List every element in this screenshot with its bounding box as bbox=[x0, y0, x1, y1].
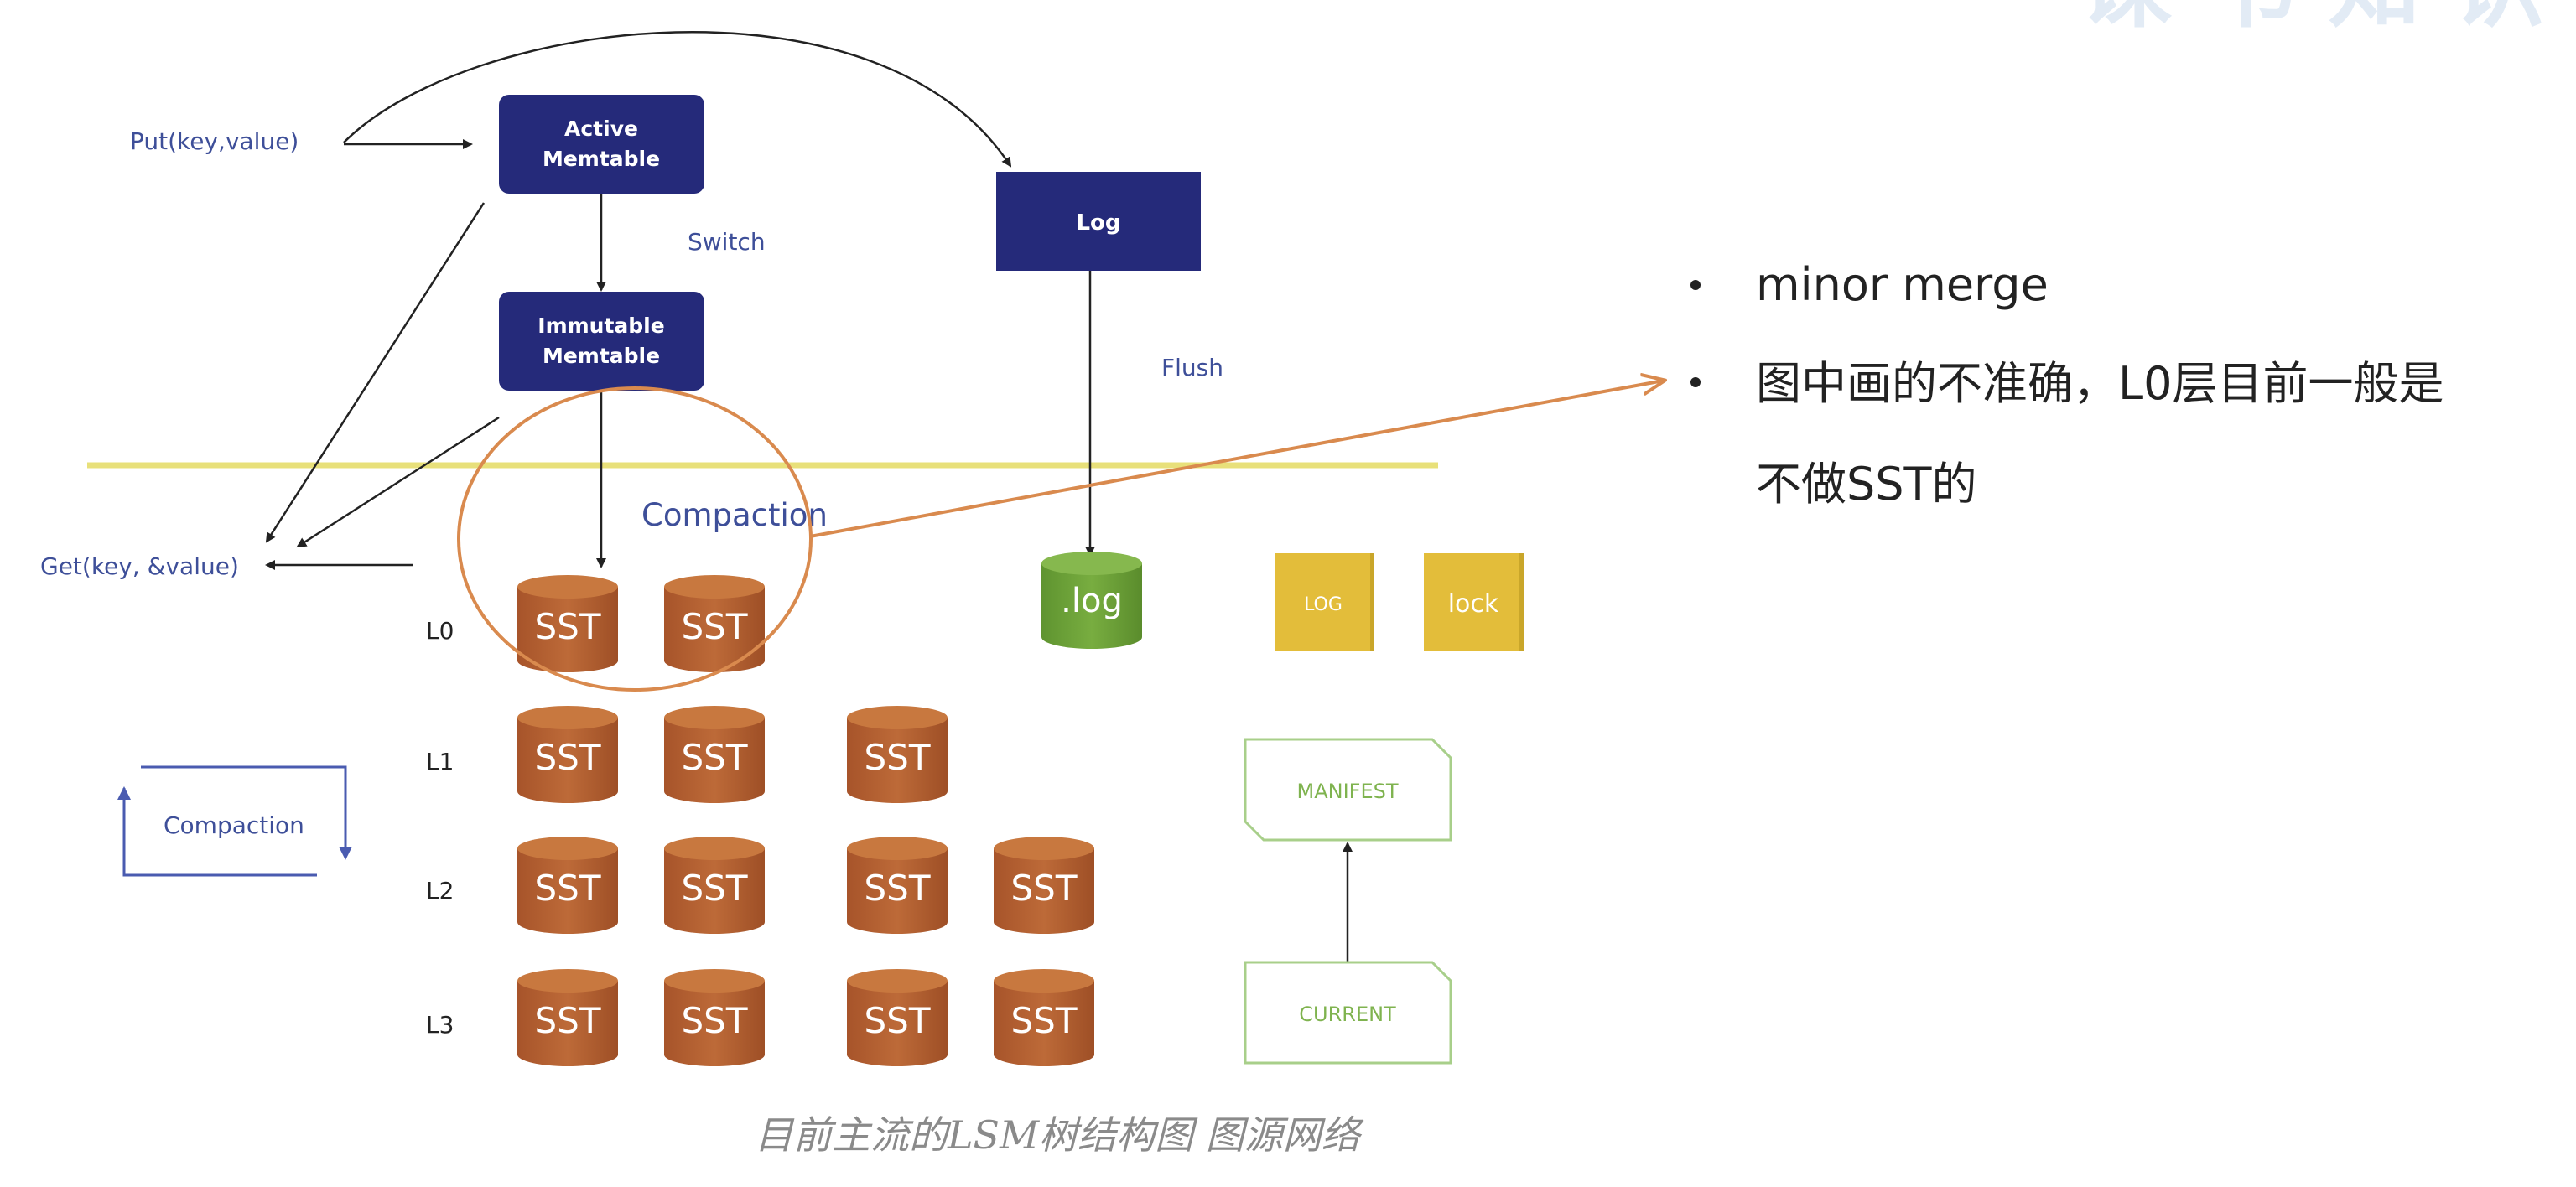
sst-label: SST bbox=[682, 606, 748, 647]
sst-cylinder-top bbox=[517, 575, 618, 599]
sst-cylinder-top bbox=[994, 969, 1094, 993]
immutable-memtable-line2: Memtable bbox=[543, 344, 660, 368]
sst-cylinder-body bbox=[517, 718, 618, 803]
sst-label: SST bbox=[682, 1000, 748, 1041]
log-file-label: .log bbox=[1061, 582, 1123, 620]
immutable-memtable-box: Immutable Memtable bbox=[499, 292, 704, 391]
sst-cylinder: SST bbox=[664, 969, 765, 1066]
sst-cylinder-body bbox=[664, 587, 765, 672]
sst-label: SST bbox=[1011, 1000, 1078, 1041]
sst-cylinder-top bbox=[664, 969, 765, 993]
sst-cylinder: SST bbox=[847, 706, 948, 803]
sst-cylinder-top bbox=[517, 969, 618, 993]
sst-label: SST bbox=[1011, 868, 1078, 909]
note-2-line-1: 图中画的不准确，L0层目前一般是 bbox=[1756, 357, 2444, 410]
log-box: Log bbox=[996, 172, 1201, 271]
sst-cylinder-body bbox=[517, 981, 618, 1066]
sst-label: SST bbox=[682, 737, 748, 778]
watermark-text: 课 书 知 识 分 bbox=[2080, 0, 2576, 40]
sst-cylinder: SST bbox=[517, 575, 618, 672]
sst-cylinder: SST bbox=[517, 706, 618, 803]
bullet-dot-1 bbox=[1690, 280, 1701, 290]
put-label: Put(key,value) bbox=[130, 127, 299, 155]
level-label-l0: L0 bbox=[426, 617, 454, 645]
sst-cylinder: SST bbox=[664, 575, 765, 672]
sst-label: SST bbox=[865, 868, 931, 909]
sst-label: SST bbox=[865, 1000, 931, 1041]
sst-cylinder-top bbox=[517, 706, 618, 729]
active-memtable-line1: Active bbox=[564, 117, 638, 141]
sst-cylinder-body bbox=[664, 981, 765, 1066]
sst-cylinder-body bbox=[847, 981, 948, 1066]
sst-cylinder: SST bbox=[847, 837, 948, 934]
sst-cylinder-body bbox=[517, 848, 618, 934]
log-upper-file: LOG bbox=[1275, 553, 1374, 651]
sst-cylinder-body bbox=[847, 848, 948, 934]
sst-cylinder-body bbox=[994, 981, 1094, 1066]
compaction-loop: Compaction bbox=[117, 765, 352, 877]
sst-label: SST bbox=[535, 737, 601, 778]
level-label-l3: L3 bbox=[426, 1011, 454, 1039]
immutable-memtable-line1: Immutable bbox=[538, 314, 664, 338]
sst-cylinder-top bbox=[847, 837, 948, 860]
compaction-center-label: Compaction bbox=[641, 497, 828, 533]
sst-cylinder-body bbox=[517, 587, 618, 672]
sst-cylinder-top bbox=[664, 837, 765, 860]
sst-cylinder: SST bbox=[664, 837, 765, 934]
level-label-l2: L2 bbox=[426, 877, 454, 905]
note-1-line-1: minor merge bbox=[1756, 258, 2049, 311]
sst-label: SST bbox=[682, 868, 748, 909]
l0-highlight-circle bbox=[457, 386, 813, 692]
compaction-left-label: Compaction bbox=[164, 811, 304, 839]
immutable-to-get-arrow bbox=[296, 416, 500, 548]
sst-cylinder-top bbox=[664, 706, 765, 729]
sst-cylinder: SST bbox=[994, 837, 1094, 934]
note-2-line-2: 不做SST的 bbox=[1756, 458, 1977, 511]
log-box-label: Log bbox=[1076, 210, 1120, 236]
log-file-cylinder: .log bbox=[1041, 552, 1142, 649]
sst-cylinder: SST bbox=[994, 969, 1094, 1066]
sst-label: SST bbox=[535, 606, 601, 647]
active-to-get-arrow bbox=[265, 202, 486, 543]
sst-cylinder: SST bbox=[847, 969, 948, 1066]
sst-cylinder-top bbox=[847, 706, 948, 729]
current-doc: CURRENT bbox=[1244, 961, 1452, 1065]
sst-cylinder-body bbox=[664, 848, 765, 934]
log-upper-file-label: LOG bbox=[1304, 594, 1343, 615]
manifest-label: MANIFEST bbox=[1296, 780, 1398, 803]
sst-cylinder: SST bbox=[517, 837, 618, 934]
sst-cylinder-top bbox=[517, 837, 618, 860]
sst-label: SST bbox=[865, 737, 931, 778]
sst-cylinder-body bbox=[664, 718, 765, 803]
sst-cylinder-top bbox=[994, 837, 1094, 860]
current-label: CURRENT bbox=[1299, 1003, 1396, 1026]
lock-file-label: lock bbox=[1448, 589, 1499, 619]
level-label-l1: L1 bbox=[426, 748, 454, 775]
flush-label: Flush bbox=[1161, 354, 1223, 381]
sst-group: SST SST SST SST SST SST SST SST SST SST SST SST SST bbox=[517, 575, 1094, 1066]
notes-list: minor merge 图中画的不准确，L0层目前一般是 不做SST的 bbox=[1690, 258, 2444, 511]
lock-file: lock bbox=[1424, 553, 1524, 651]
active-memtable-box: Active Memtable bbox=[499, 95, 704, 194]
sst-cylinder: SST bbox=[664, 706, 765, 803]
active-memtable-line2: Memtable bbox=[543, 147, 660, 171]
sst-cylinder-body bbox=[847, 718, 948, 803]
put-to-log-curve bbox=[343, 31, 1012, 168]
get-label: Get(key, &value) bbox=[40, 552, 239, 580]
annotation-arrow bbox=[809, 381, 1664, 538]
diagram-caption: 目前主流的LSM树结构图 图源网络 bbox=[755, 1112, 1364, 1158]
sst-cylinder-body bbox=[994, 848, 1094, 934]
sst-cylinder-top bbox=[664, 575, 765, 599]
sst-cylinder-top bbox=[847, 969, 948, 993]
switch-label: Switch bbox=[688, 228, 766, 256]
sst-label: SST bbox=[535, 868, 601, 909]
sst-cylinder: SST bbox=[517, 969, 618, 1066]
manifest-doc: MANIFEST bbox=[1244, 738, 1452, 842]
bullet-dot-2 bbox=[1690, 377, 1701, 387]
sst-label: SST bbox=[535, 1000, 601, 1041]
